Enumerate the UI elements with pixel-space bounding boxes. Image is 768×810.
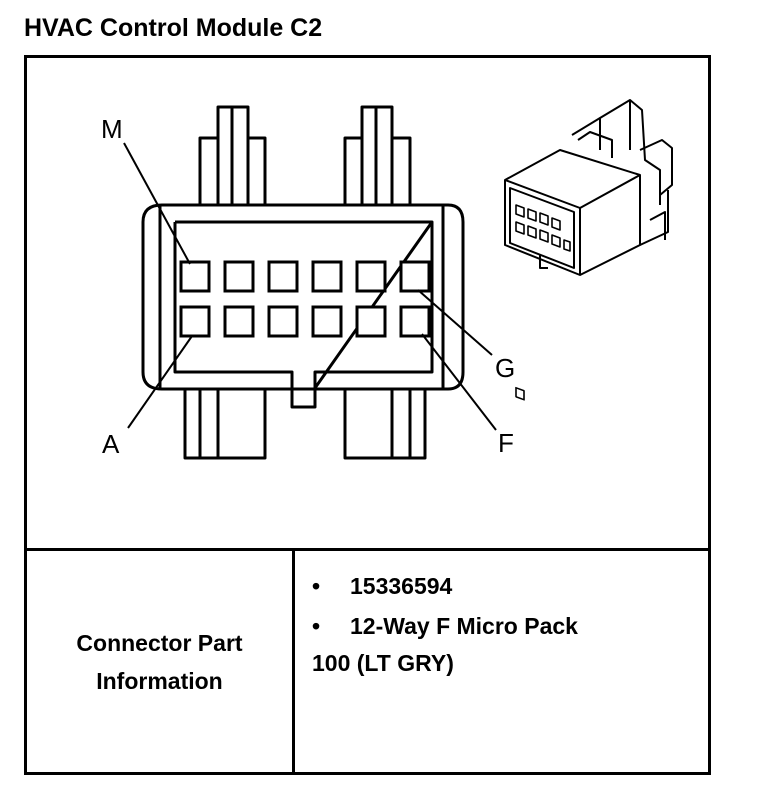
connector-type: 12-Way F Micro Pack [350, 613, 578, 639]
pin-cavity-m [179, 260, 211, 293]
pin-cavity [355, 305, 387, 338]
bottom-left-tab [183, 389, 267, 460]
pin-label-g: G [495, 353, 515, 383]
pin-cavities [179, 260, 431, 338]
pin-label-m: M [101, 114, 123, 144]
part-info-label-line2: Information [96, 667, 223, 694]
table-divider-horizontal [24, 548, 711, 551]
right-latch-post [343, 105, 412, 205]
leader-line-a [127, 335, 193, 429]
connector-outer-body [141, 203, 465, 391]
leader-line-m [123, 142, 191, 265]
pin-cavity-a [179, 305, 211, 338]
pin-cavity-g [399, 260, 431, 293]
table-divider-vertical [292, 548, 295, 775]
pin-cavity [223, 305, 255, 338]
leader-line-g [417, 289, 493, 356]
pin-label-f: F [498, 428, 514, 458]
connector-part-info-values: • 15336594 • 12-Way F Micro Pack 100 (LT… [312, 570, 702, 676]
pin-cavity [311, 305, 343, 338]
list-item: • 12-Way F Micro Pack [312, 610, 702, 650]
pin-label-a: A [102, 429, 120, 459]
connector-part-info-label: Connector Part Information [27, 551, 292, 772]
pin-cavity-f [399, 305, 431, 338]
connector-3d-illustration [504, 99, 673, 401]
leader-line-f [421, 333, 497, 431]
bottom-right-tab [343, 389, 427, 460]
part-info-label-line1: Connector Part [76, 629, 243, 656]
pin-cavity [267, 305, 299, 338]
part-number: 15336594 [350, 573, 453, 599]
bullet-icon: • [312, 573, 321, 599]
page-title: HVAC Control Module C2 [24, 14, 323, 42]
connector-color: 100 (LT GRY) [312, 650, 454, 676]
connector-inner-cavity [173, 220, 434, 390]
pin-cavity [355, 260, 387, 293]
connector-frame [24, 55, 711, 775]
list-item: • 15336594 [312, 570, 702, 610]
left-latch-post [198, 105, 267, 205]
pin-cavity [267, 260, 299, 293]
bullet-icon: • [312, 613, 321, 639]
pin-cavity [311, 260, 343, 293]
pin-cavity [223, 260, 255, 293]
